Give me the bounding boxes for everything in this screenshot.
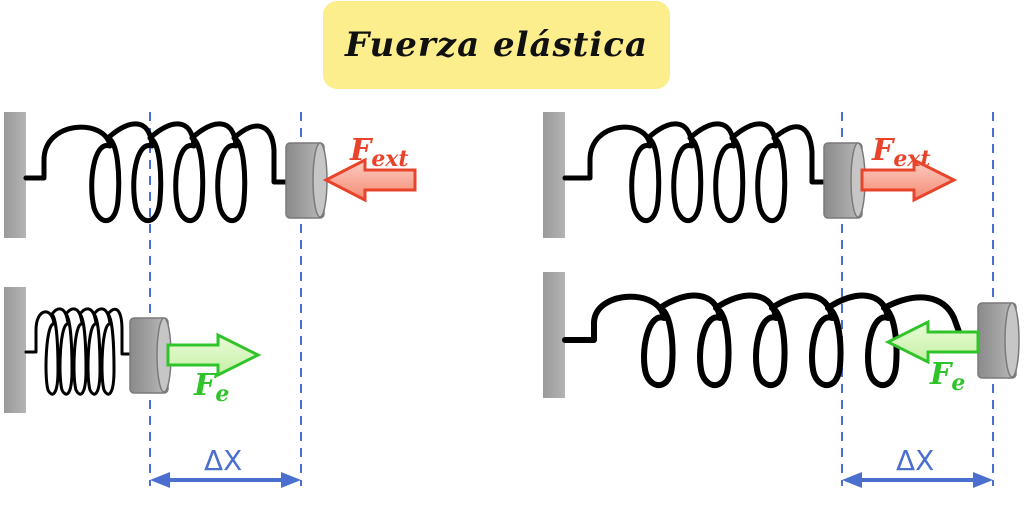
left-delta-x-arrowhead-right (281, 472, 301, 488)
right-top-spring (562, 121, 827, 223)
left-top-wall (4, 112, 26, 238)
right-top-block (823, 142, 866, 219)
left-bottom-spring (24, 307, 132, 396)
left-bottom-wall (4, 287, 26, 413)
right-top-fext-label: Fext (871, 133, 931, 172)
diagram-title: Fuerza elástica (344, 25, 649, 65)
left-bottom-block (129, 317, 172, 394)
left-delta-x-label: ΔX (204, 444, 242, 477)
left-top-fext-label: Fext (349, 133, 409, 172)
right-bottom-wall (543, 272, 565, 398)
right-delta-x-label: ΔX (896, 444, 934, 477)
left-delta-x-arrowhead-left (150, 472, 170, 488)
right-panel: Fext Fe ΔX (543, 112, 1020, 488)
right-top-wall (543, 112, 565, 238)
left-top-block (285, 142, 328, 219)
title-box: Fuerza elástica (323, 1, 670, 89)
right-delta-x-arrowhead-right (973, 472, 993, 488)
right-delta-x-arrowhead-left (842, 472, 862, 488)
left-top-spring (23, 121, 289, 223)
right-bottom-spring (562, 292, 981, 388)
left-panel: Fext Fe ΔX (4, 112, 417, 488)
right-bottom-block (977, 302, 1020, 379)
right-bottom-elastic-force-arrow (884, 319, 980, 365)
left-bottom-fe-label: Fe (193, 368, 229, 407)
right-top-external-force-arrow (860, 157, 958, 203)
left-top-external-force-arrow (322, 157, 417, 203)
right-bottom-fe-label: Fe (929, 357, 965, 396)
left-bottom-elastic-force-arrow (166, 332, 262, 378)
